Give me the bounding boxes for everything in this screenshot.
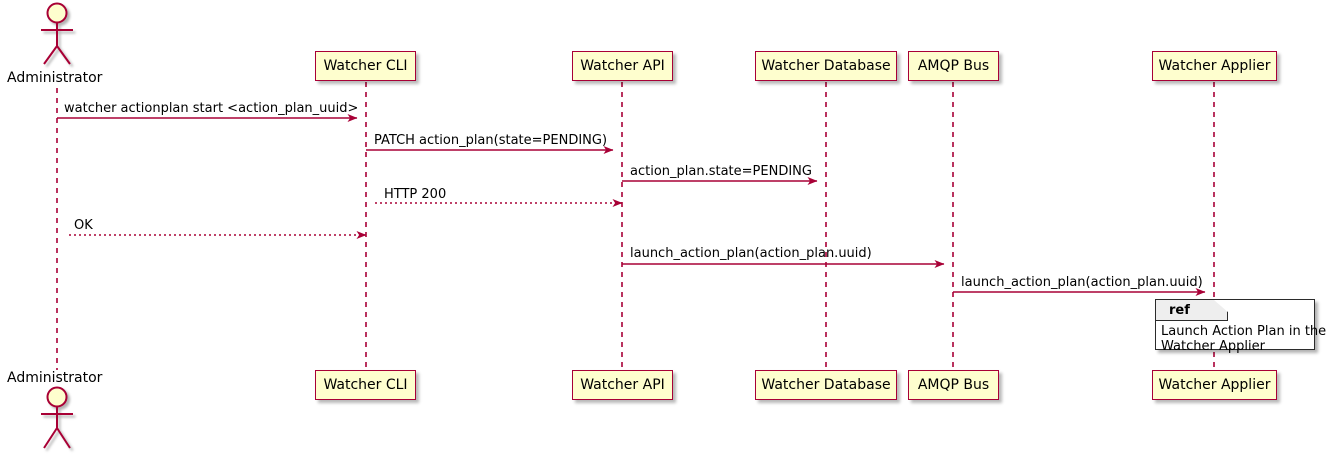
participant-box-cli-top[interactable]: Watcher CLI (315, 51, 416, 81)
message-label-4: HTTP 200 (384, 187, 447, 202)
participant-box-api-bottom[interactable]: Watcher API (572, 370, 673, 400)
participant-label: Watcher Applier (1158, 58, 1271, 74)
participant-box-db-bottom[interactable]: Watcher Database (755, 370, 897, 400)
participant-box-amqp-bottom[interactable]: AMQP Bus (908, 370, 999, 400)
participant-box-cli-bottom[interactable]: Watcher CLI (315, 370, 416, 400)
participant-box-db-top[interactable]: Watcher Database (755, 51, 897, 81)
participant-label: Watcher API (580, 377, 665, 393)
message-label-7: launch_action_plan(action_plan.uuid) (961, 275, 1203, 290)
ref-fragment-tab-label: ref (1156, 300, 1228, 321)
actor-label-top: Administrator (7, 70, 103, 86)
actor-figure-top (41, 2, 73, 65)
actor-figure-bottom (41, 386, 73, 449)
participant-label: Watcher CLI (323, 58, 408, 74)
message-label-6: launch_action_plan(action_plan.uuid) (630, 246, 872, 261)
message-label-1: watcher actionplan start <action_plan_uu… (64, 101, 359, 116)
participant-label: AMQP Bus (917, 58, 990, 74)
participant-label: Watcher Database (761, 58, 891, 74)
participant-box-api-top[interactable]: Watcher API (572, 51, 673, 81)
ref-fragment-text: Launch Action Plan in the Watcher Applie… (1161, 324, 1327, 354)
ref-fragment-line-1: Launch Action Plan in the (1161, 324, 1327, 339)
participant-box-applier-bottom[interactable]: Watcher Applier (1152, 370, 1277, 400)
participant-label: Watcher CLI (323, 377, 408, 393)
ref-fragment-line-2: Watcher Applier (1161, 339, 1265, 354)
participant-box-amqp-top[interactable]: AMQP Bus (908, 51, 999, 81)
message-arrows (57, 114, 1206, 296)
message-label-3: action_plan.state=PENDING (630, 164, 812, 179)
participant-label: Watcher Database (761, 377, 891, 393)
actor-label-bottom: Administrator (7, 370, 103, 386)
message-label-5: OK (74, 218, 93, 233)
lifelines (56, 82, 1215, 370)
participant-label: AMQP Bus (917, 377, 990, 393)
participant-box-applier-top[interactable]: Watcher Applier (1152, 51, 1277, 81)
ref-fragment[interactable]: ref Launch Action Plan in the Watcher Ap… (1155, 299, 1326, 354)
participant-label: Watcher API (580, 58, 665, 74)
message-label-2: PATCH action_plan(state=PENDING) (374, 133, 608, 148)
participant-label: Watcher Applier (1158, 377, 1271, 393)
